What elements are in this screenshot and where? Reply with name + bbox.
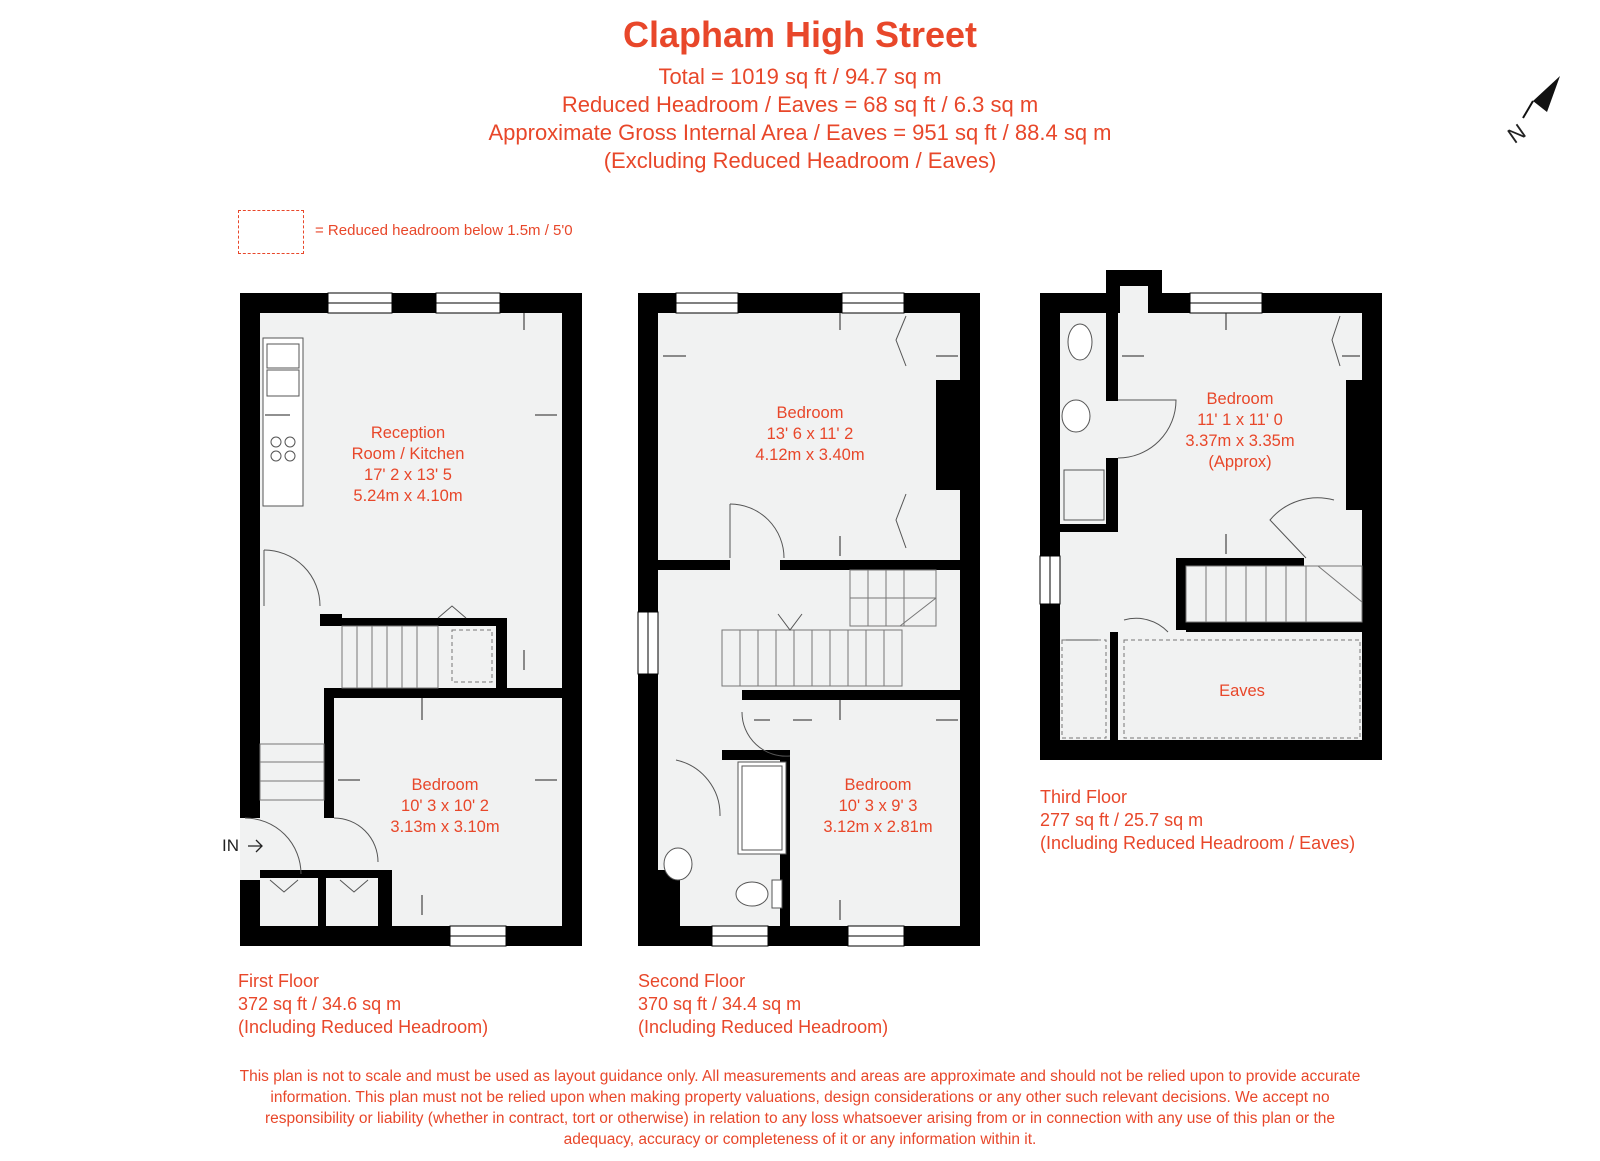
eaves-label: Eaves (1219, 682, 1265, 700)
entrance-label: IN (222, 836, 239, 855)
floor-area: 370 sq ft / 34.4 sq m (638, 994, 802, 1014)
plan-title: Clapham High Street (622, 14, 978, 55)
third-floor-caption: Third Floor 277 sq ft / 25.7 sq m (Inclu… (1040, 786, 1355, 855)
disclaimer-text: This plan is not to scale and must be us… (239, 1068, 1361, 1148)
north-arrow-icon: N (1503, 76, 1560, 148)
total-area: Total = 1019 sq ft / 94.7 sq m (658, 64, 942, 89)
floor-name: First Floor (238, 971, 319, 991)
floor-note: (Including Reduced Headroom) (638, 1017, 889, 1037)
area-note: (Excluding Reduced Headroom / Eaves) (603, 148, 997, 173)
second-floor-caption: Second Floor 370 sq ft / 34.4 sq m (Incl… (638, 970, 888, 1039)
reduced-headroom-area: Reduced Headroom / Eaves = 68 sq ft / 6.… (561, 92, 1039, 117)
floor-note: (Including Reduced Headroom / Eaves) (1040, 833, 1356, 853)
floor-name: Second Floor (638, 971, 746, 991)
first-floor-caption: First Floor 372 sq ft / 34.6 sq m (Inclu… (238, 970, 488, 1039)
legend-text: = Reduced headroom below 1.5m / 5'0 (315, 222, 573, 239)
reduced-headroom-legend-swatch (238, 210, 304, 254)
floor-name: Third Floor (1040, 787, 1128, 807)
gross-internal-area: Approximate Gross Internal Area / Eaves … (488, 120, 1112, 145)
entrance-arrow-icon (248, 839, 263, 853)
floor-note: (Including Reduced Headroom) (238, 1017, 489, 1037)
disclaimer: This plan is not to scale and must be us… (0, 1066, 1600, 1150)
floor-area: 277 sq ft / 25.7 sq m (1040, 810, 1204, 830)
north-label: N (1503, 119, 1530, 149)
floor-area: 372 sq ft / 34.6 sq m (238, 994, 402, 1014)
